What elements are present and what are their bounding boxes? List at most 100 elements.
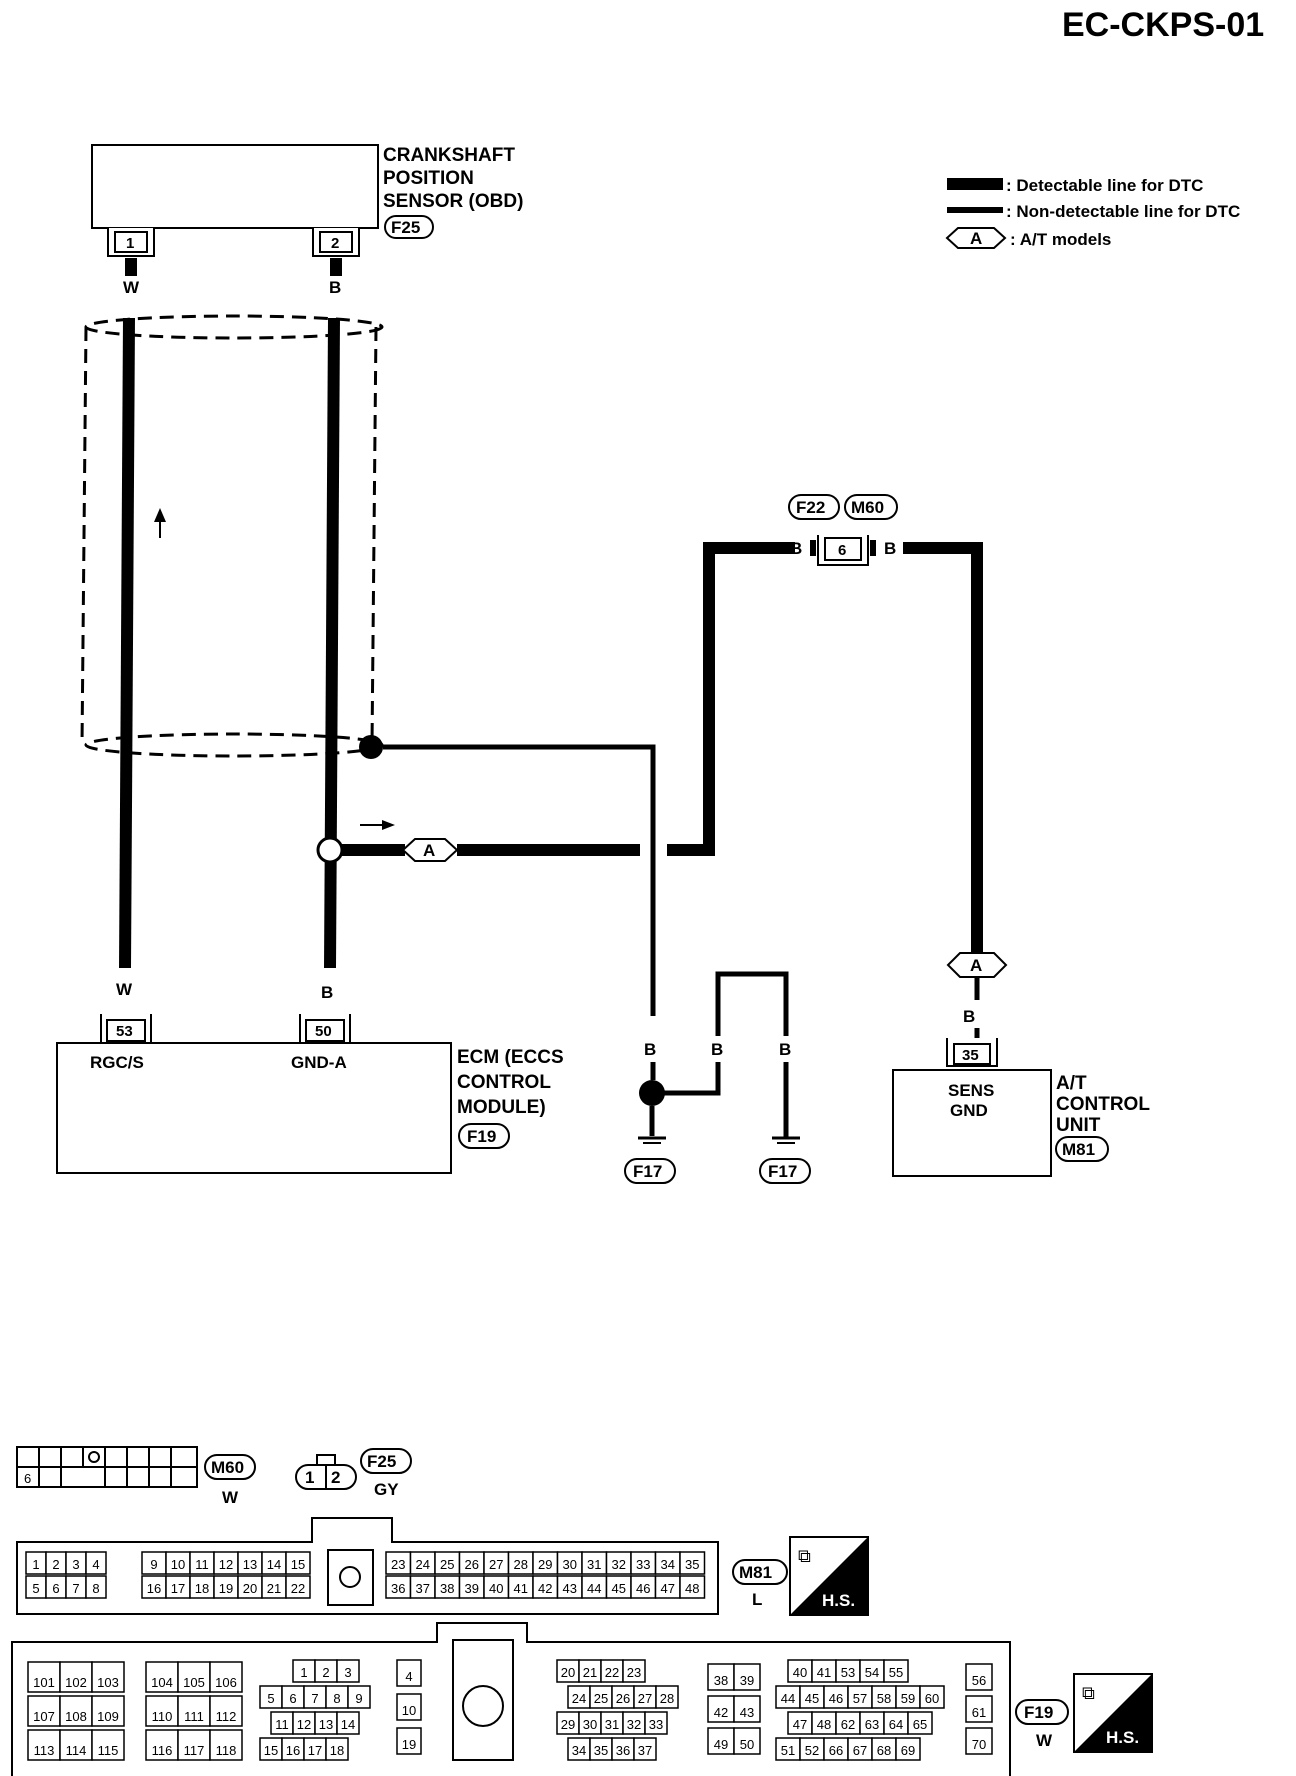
pin-number: 114 <box>66 1743 87 1758</box>
pin-number: 103 <box>97 1675 119 1690</box>
pin-number: 22 <box>291 1581 305 1596</box>
legend: : Detectable line for DTC : Non-detectab… <box>945 176 1240 249</box>
pin-cell <box>177 1729 211 1761</box>
pin-number: 49 <box>714 1737 728 1752</box>
pin-cell <box>733 1695 761 1723</box>
pin-number: 9 <box>150 1557 157 1572</box>
m81-color: L <box>752 1590 762 1609</box>
pin-number: 8 <box>92 1581 99 1596</box>
pin-number: 37 <box>416 1581 430 1596</box>
pin-number: 44 <box>587 1581 601 1596</box>
pin-number: 52 <box>805 1743 819 1758</box>
sensor-connector-id: F25 <box>391 218 420 237</box>
pin-cell <box>145 1661 179 1693</box>
pin-number: 32 <box>612 1557 626 1572</box>
pin-number: 46 <box>636 1581 650 1596</box>
pin-number: 41 <box>817 1665 831 1680</box>
shield-right <box>370 326 378 746</box>
m81-tag <box>732 1559 788 1585</box>
sensor-pin1-box <box>114 231 148 253</box>
pin-number: 66 <box>829 1743 843 1758</box>
pin-number: 10 <box>402 1703 416 1718</box>
pin-number: 46 <box>829 1691 843 1706</box>
pin-number: 2 <box>322 1665 329 1680</box>
m81-key-icon <box>339 1566 361 1588</box>
pin-number: 1 <box>32 1557 39 1572</box>
pin-number: 44 <box>781 1691 795 1706</box>
pin-number: 4 <box>405 1669 412 1684</box>
pin-number: 47 <box>793 1717 807 1732</box>
pin-number: 10 <box>171 1557 185 1572</box>
pin-number: 43 <box>563 1581 577 1596</box>
pin-number: 62 <box>841 1717 855 1732</box>
pin-number: 15 <box>264 1743 278 1758</box>
ground1-id: F17 <box>633 1162 662 1181</box>
pin-number: 24 <box>572 1691 586 1706</box>
f19-color: W <box>1036 1731 1053 1750</box>
ground2-id: F17 <box>768 1162 797 1181</box>
pin-cell <box>177 1695 211 1727</box>
pin-number: 56 <box>972 1673 986 1688</box>
pin-cell <box>325 1737 349 1761</box>
pin-number: 67 <box>853 1743 867 1758</box>
non-detectable-line-swatch <box>947 207 1003 213</box>
ecm-pin-b-box <box>305 1019 345 1042</box>
pin-cell <box>85 1551 107 1575</box>
pin-number: 1 <box>300 1665 307 1680</box>
pin-number: 25 <box>594 1691 608 1706</box>
pin-number: 7 <box>72 1581 79 1596</box>
pin-number: 24 <box>416 1557 430 1572</box>
pin-cell <box>91 1661 125 1693</box>
pin-number: 5 <box>32 1581 39 1596</box>
m81-badge-text: H.S. <box>822 1591 855 1610</box>
pin-cell <box>622 1659 646 1683</box>
pin-cell <box>336 1659 360 1683</box>
pin-cell <box>209 1729 243 1761</box>
pin-number: 35 <box>594 1743 608 1758</box>
pin-number: 17 <box>308 1743 322 1758</box>
ecm-connector-tag <box>458 1123 510 1149</box>
ground-loop-wire <box>715 971 789 1036</box>
f25-latch-icon <box>316 1454 336 1466</box>
pin-number: 61 <box>972 1705 986 1720</box>
pin-number: 29 <box>561 1717 575 1732</box>
pin-number: 3 <box>344 1665 351 1680</box>
pin-number: 47 <box>661 1581 675 1596</box>
pin-number: 36 <box>616 1743 630 1758</box>
pin-number: 4 <box>92 1557 99 1572</box>
m60-key-icon <box>88 1451 100 1463</box>
junction-id-b: M60 <box>851 498 884 517</box>
at-unit-term2: GND <box>950 1101 988 1120</box>
pin-cell <box>27 1661 61 1693</box>
ground2-wire <box>663 1062 721 1096</box>
harness-connector-icon: ⧉ <box>798 1546 811 1566</box>
pin-number: 26 <box>465 1557 479 1572</box>
pin-number: 116 <box>152 1743 173 1758</box>
right-arrow-icon <box>382 820 395 830</box>
pin-number: 22 <box>605 1665 619 1680</box>
at-unit-pin: 35 <box>962 1047 979 1064</box>
pin-number: 27 <box>489 1557 503 1572</box>
pin-number: 50 <box>740 1737 754 1752</box>
pin-number: 109 <box>97 1709 119 1724</box>
pin-cell <box>347 1685 371 1709</box>
at-unit-body <box>892 1069 1052 1177</box>
pin-number: 57 <box>853 1691 867 1706</box>
ground-wire2-color: B <box>711 1040 723 1059</box>
pin-number: 107 <box>33 1709 55 1724</box>
at-unit-label-2: CONTROL <box>1056 1094 1150 1115</box>
up-arrow-icon <box>154 508 166 522</box>
pin-cell <box>285 1575 311 1599</box>
pin-cell <box>733 1727 761 1755</box>
pin-number: 48 <box>685 1581 699 1596</box>
pin-number: 33 <box>636 1557 650 1572</box>
pin-number: 27 <box>638 1691 652 1706</box>
pin-number: 53 <box>841 1665 855 1680</box>
pin-number: 12 <box>297 1717 311 1732</box>
pin-number: 11 <box>275 1717 289 1732</box>
sensor-pin2-box <box>319 231 353 253</box>
pin-number: 40 <box>793 1665 807 1680</box>
pin-number: 12 <box>219 1557 233 1572</box>
